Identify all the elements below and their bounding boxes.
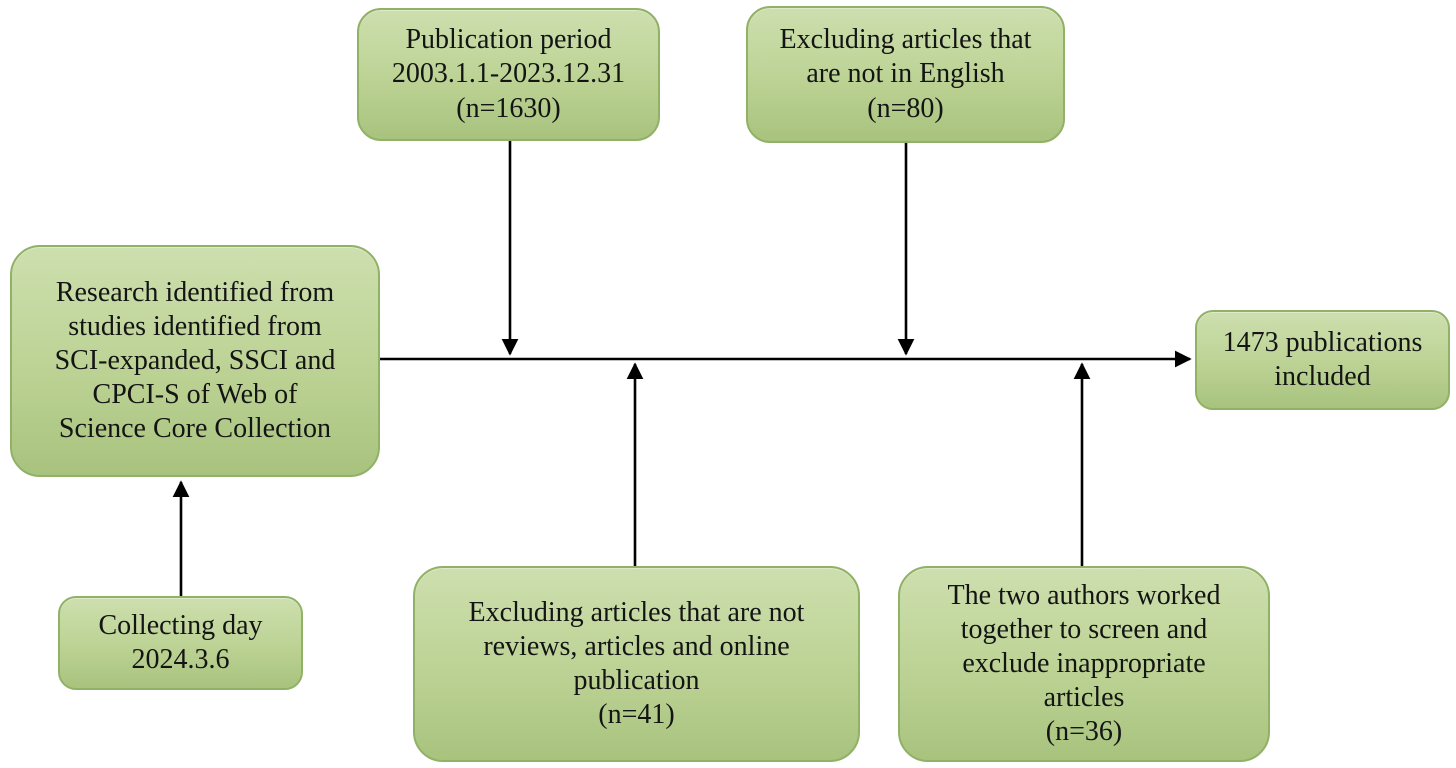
box-exclude-non-article: Excluding articles that are not reviews,… [413, 566, 860, 762]
box-research-source: Research identified from studies identif… [10, 245, 380, 477]
box-publication-period: Publication period 2003.1.1-2023.12.31 (… [357, 8, 660, 141]
box-author-screening-text: The two authors worked together to scree… [947, 579, 1221, 748]
box-research-source-text: Research identified from studies identif… [54, 276, 336, 445]
box-publications-included-text: 1473 publications included [1222, 326, 1423, 392]
box-exclude-non-english-text: Excluding articles that are not in Engli… [779, 24, 1032, 124]
box-publications-included: 1473 publications included [1195, 310, 1450, 410]
box-collecting-day-text: Collecting day 2024.3.6 [98, 609, 263, 675]
box-publication-period-text: Publication period 2003.1.1-2023.12.31 (… [391, 24, 626, 124]
box-exclude-non-article-text: Excluding articles that are not reviews,… [468, 596, 805, 731]
box-exclude-non-english: Excluding articles that are not in Engli… [746, 6, 1065, 143]
box-collecting-day: Collecting day 2024.3.6 [58, 596, 303, 690]
box-author-screening: The two authors worked together to scree… [898, 566, 1270, 762]
